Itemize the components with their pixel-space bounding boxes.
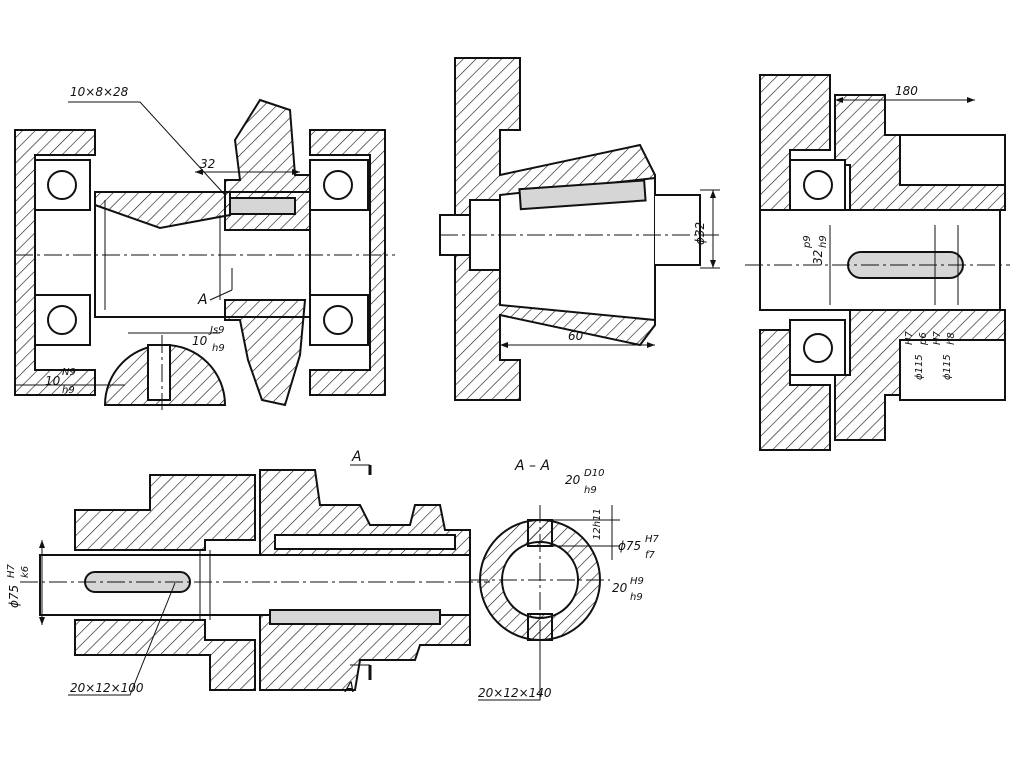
key-fit-den: h9 xyxy=(584,485,597,496)
hub-length-dim-label: 180 xyxy=(895,84,918,98)
shaft-fit-num: H7 xyxy=(6,563,17,578)
dia-fit-den: f7 xyxy=(645,550,656,561)
hub-bottom-face xyxy=(899,339,1006,401)
shaft-fit-prefix: ϕ75 xyxy=(7,585,21,608)
spline-note-label: 10×8×28 xyxy=(70,85,129,99)
length-dim-label: 60 xyxy=(568,329,584,343)
pin-fit-prefix: 32 xyxy=(811,250,825,265)
section-mark-bottom: A xyxy=(344,680,355,696)
bearing-ball-icon xyxy=(47,305,77,335)
view-spline-gear: 10×8×28 32 A 10 Js9 h9 10 N9 h9 xyxy=(14,85,395,410)
section-mark-label: A xyxy=(197,292,208,308)
leader-key-bottom xyxy=(478,640,541,701)
shaft-key-long xyxy=(269,609,441,625)
width-dim-label: 32 xyxy=(200,157,215,171)
left-hub-upper xyxy=(74,474,256,551)
bearing-ball-icon xyxy=(47,170,77,200)
key-fit-prefix: 20 xyxy=(565,473,581,487)
bearing-ball-icon xyxy=(803,333,833,363)
key-fit-num: D10 xyxy=(584,468,604,479)
pin-fit-num: p9 xyxy=(802,235,813,249)
key-bottom-label: 20×12×140 xyxy=(478,686,552,700)
main-shaft xyxy=(39,554,471,616)
left-hub-lower xyxy=(74,619,256,691)
view-pin-hub: 180 32 p9 h9 ϕ115 H7 p6 ϕ115 H7 h8 xyxy=(745,74,1010,451)
width-fit-den: h9 xyxy=(630,592,643,603)
cross-section-keyway xyxy=(147,344,171,401)
shaft-fit-num: N9 xyxy=(62,367,76,378)
sliding-gear-lower xyxy=(259,614,471,691)
section-mark-top: A xyxy=(351,449,362,465)
dia-fit-prefix: ϕ75 xyxy=(618,539,641,553)
diameter-dim-label: ϕ32 xyxy=(693,222,707,245)
hub-fit-num: Js9 xyxy=(208,325,225,336)
view-tapered-shaft: ϕ32 60 xyxy=(439,57,720,401)
shaft-fit-prefix: 10 xyxy=(45,374,61,388)
bore-fit-2: ϕ115 xyxy=(942,354,953,380)
bolt-row xyxy=(274,534,456,550)
bore-fit-2-num: H7 xyxy=(932,330,943,345)
bore-fit-1-den: p6 xyxy=(918,332,929,346)
leader-spline xyxy=(68,101,226,196)
hub-fit-prefix: 10 xyxy=(192,334,208,348)
hub-top-face xyxy=(899,134,1006,186)
housing-right-wall xyxy=(309,129,386,396)
shaft-section-top xyxy=(94,191,231,230)
bearing-ball-icon xyxy=(323,305,353,335)
width-fit-prefix: 20 xyxy=(612,581,628,595)
bore-fit-1: ϕ115 xyxy=(914,354,925,380)
dia-fit-num: H7 xyxy=(645,534,660,545)
spline-key xyxy=(229,197,296,215)
height-tol-label: 12h11 xyxy=(592,508,603,540)
bearing-ball-icon xyxy=(323,170,353,200)
bore-fit-1-num: H7 xyxy=(904,330,915,345)
width-fit-num: H9 xyxy=(630,576,644,587)
shaft-fit-den: k6 xyxy=(20,566,31,578)
bore-fit-2-den: h8 xyxy=(946,332,957,345)
bevel-gear-bottom xyxy=(224,299,307,407)
hub-fit-den: h9 xyxy=(212,343,225,354)
shaft-end xyxy=(655,194,701,266)
section-title: A – A xyxy=(514,458,550,474)
pin-fit-den: h9 xyxy=(818,235,829,248)
taper-key xyxy=(518,179,647,211)
view-section-aa: A – A 20 D10 h9 12h11 ϕ75 H7 f7 20 H9 h9… xyxy=(470,458,660,701)
leader-key-left xyxy=(68,582,176,696)
shaft-fit-den: h9 xyxy=(62,385,75,396)
key-left-label: 20×12×100 xyxy=(70,681,144,695)
view-sliding-shaft: ϕ75 H7 k6 20×12×100 A A xyxy=(6,449,490,696)
bearing-ball-icon xyxy=(803,170,833,200)
